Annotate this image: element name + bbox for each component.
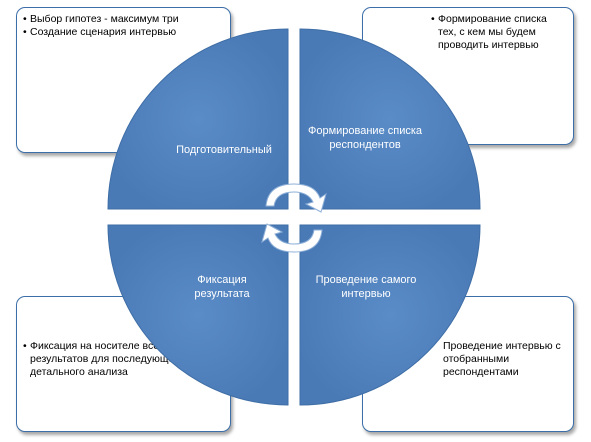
callout-item: Формирование списка тех, с кем мы будем … [431,13,567,52]
quadrant-label-respondents: Формирование списка респондентов [307,125,423,151]
quadrant-label-recording: Фиксация результата [194,274,250,300]
quadrant-top-left [107,28,289,210]
quadrant-bottom-right [299,224,481,406]
quadrant-label-interview: Проведение самого интервью [315,274,417,300]
quadrant-bottom-left [107,224,289,406]
circular-arrows-icon [261,183,327,253]
callout-item: Создание сценария интервью [23,26,224,39]
quadrant-top-right [299,28,481,210]
callout-text: Проведение интервью с отобранными респон… [443,340,561,378]
callout-item: Фиксация на носителе всех результатов дл… [23,340,224,379]
quadrant-label-preparation: Подготовительный [176,144,272,156]
callout-item: Выбор гипотез - максимум три [23,13,224,26]
